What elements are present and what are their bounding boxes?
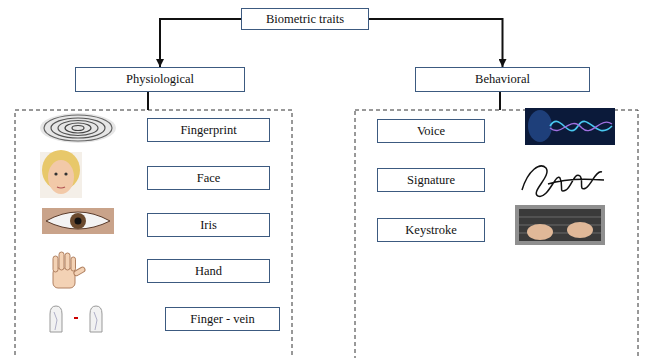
connector-arrow <box>160 19 241 67</box>
hand-finger <box>59 252 64 270</box>
trait-box: Keystroke <box>377 218 485 242</box>
connector-arrow <box>369 19 503 67</box>
fingerprint-ground <box>40 113 116 143</box>
fingerprint-ridge <box>51 118 105 138</box>
eye-white <box>46 212 110 229</box>
trait-box: Finger - vein <box>165 307 280 331</box>
trait-box: Voice <box>377 119 485 143</box>
node-label: Biometric traits <box>266 12 344 26</box>
trait-box: Iris <box>147 213 270 237</box>
node-label: Physiological <box>126 72 194 86</box>
group-stem <box>499 92 501 110</box>
fingerprint-ridge <box>44 115 112 141</box>
eye-picture <box>42 208 114 234</box>
category-box: Physiological <box>75 67 245 92</box>
fingerprint-ridge <box>58 121 98 136</box>
voice-wave <box>550 121 612 130</box>
typing-hand <box>567 222 593 238</box>
keyboard-ground <box>515 205 605 245</box>
root-box: Biometric traits <box>241 8 369 30</box>
signature-stroke <box>522 166 604 196</box>
fingerprint-ridge <box>72 126 84 131</box>
trait-box: Face <box>147 166 270 190</box>
signature-picture <box>522 166 604 196</box>
typing-hand <box>527 224 553 240</box>
hand-finger <box>53 256 58 272</box>
vein-mark <box>74 317 78 319</box>
trait-box: Signature <box>377 168 485 192</box>
node-label: Hand <box>195 264 222 278</box>
node-label: Keystroke <box>405 223 456 237</box>
finger-shape <box>50 306 62 332</box>
voice-wave <box>550 122 612 130</box>
group-stem <box>147 92 149 110</box>
eye-iris <box>70 213 86 229</box>
voice-head <box>528 110 552 142</box>
keyboard-keys <box>519 209 601 241</box>
hand-finger <box>65 253 70 270</box>
node-label: Iris <box>200 218 217 232</box>
dashed-region <box>15 110 292 358</box>
fingerprint-picture <box>40 113 116 143</box>
face-eye <box>54 172 57 175</box>
face-mouth <box>57 187 65 188</box>
node-label: Voice <box>417 124 445 138</box>
eye-skin <box>42 208 114 234</box>
finger-vein-picture <box>50 306 102 332</box>
finger-shape <box>90 306 102 332</box>
voice-ground <box>525 108 615 145</box>
node-label: Face <box>197 171 221 185</box>
node-label: Behavioral <box>475 72 530 86</box>
node-label: Signature <box>407 173 455 187</box>
face-picture <box>40 150 82 198</box>
vein-line <box>54 312 57 330</box>
node-label: Fingerprint <box>180 123 236 137</box>
keyboard-picture <box>515 205 605 245</box>
node-label: Finger - vein <box>190 312 255 326</box>
face-eye <box>64 172 67 175</box>
voice-picture <box>525 108 615 145</box>
face-skin <box>48 160 74 194</box>
trait-box: Fingerprint <box>147 118 270 142</box>
fingerprint-ridge <box>65 123 91 133</box>
category-box: Behavioral <box>415 67 590 92</box>
vein-line <box>94 312 97 330</box>
trait-box: Hand <box>147 259 270 283</box>
hand-picture <box>53 252 86 288</box>
hand-finger <box>71 257 76 271</box>
dashed-region <box>355 110 638 358</box>
hand-thumb <box>73 266 86 276</box>
eye-pupil <box>75 218 82 225</box>
